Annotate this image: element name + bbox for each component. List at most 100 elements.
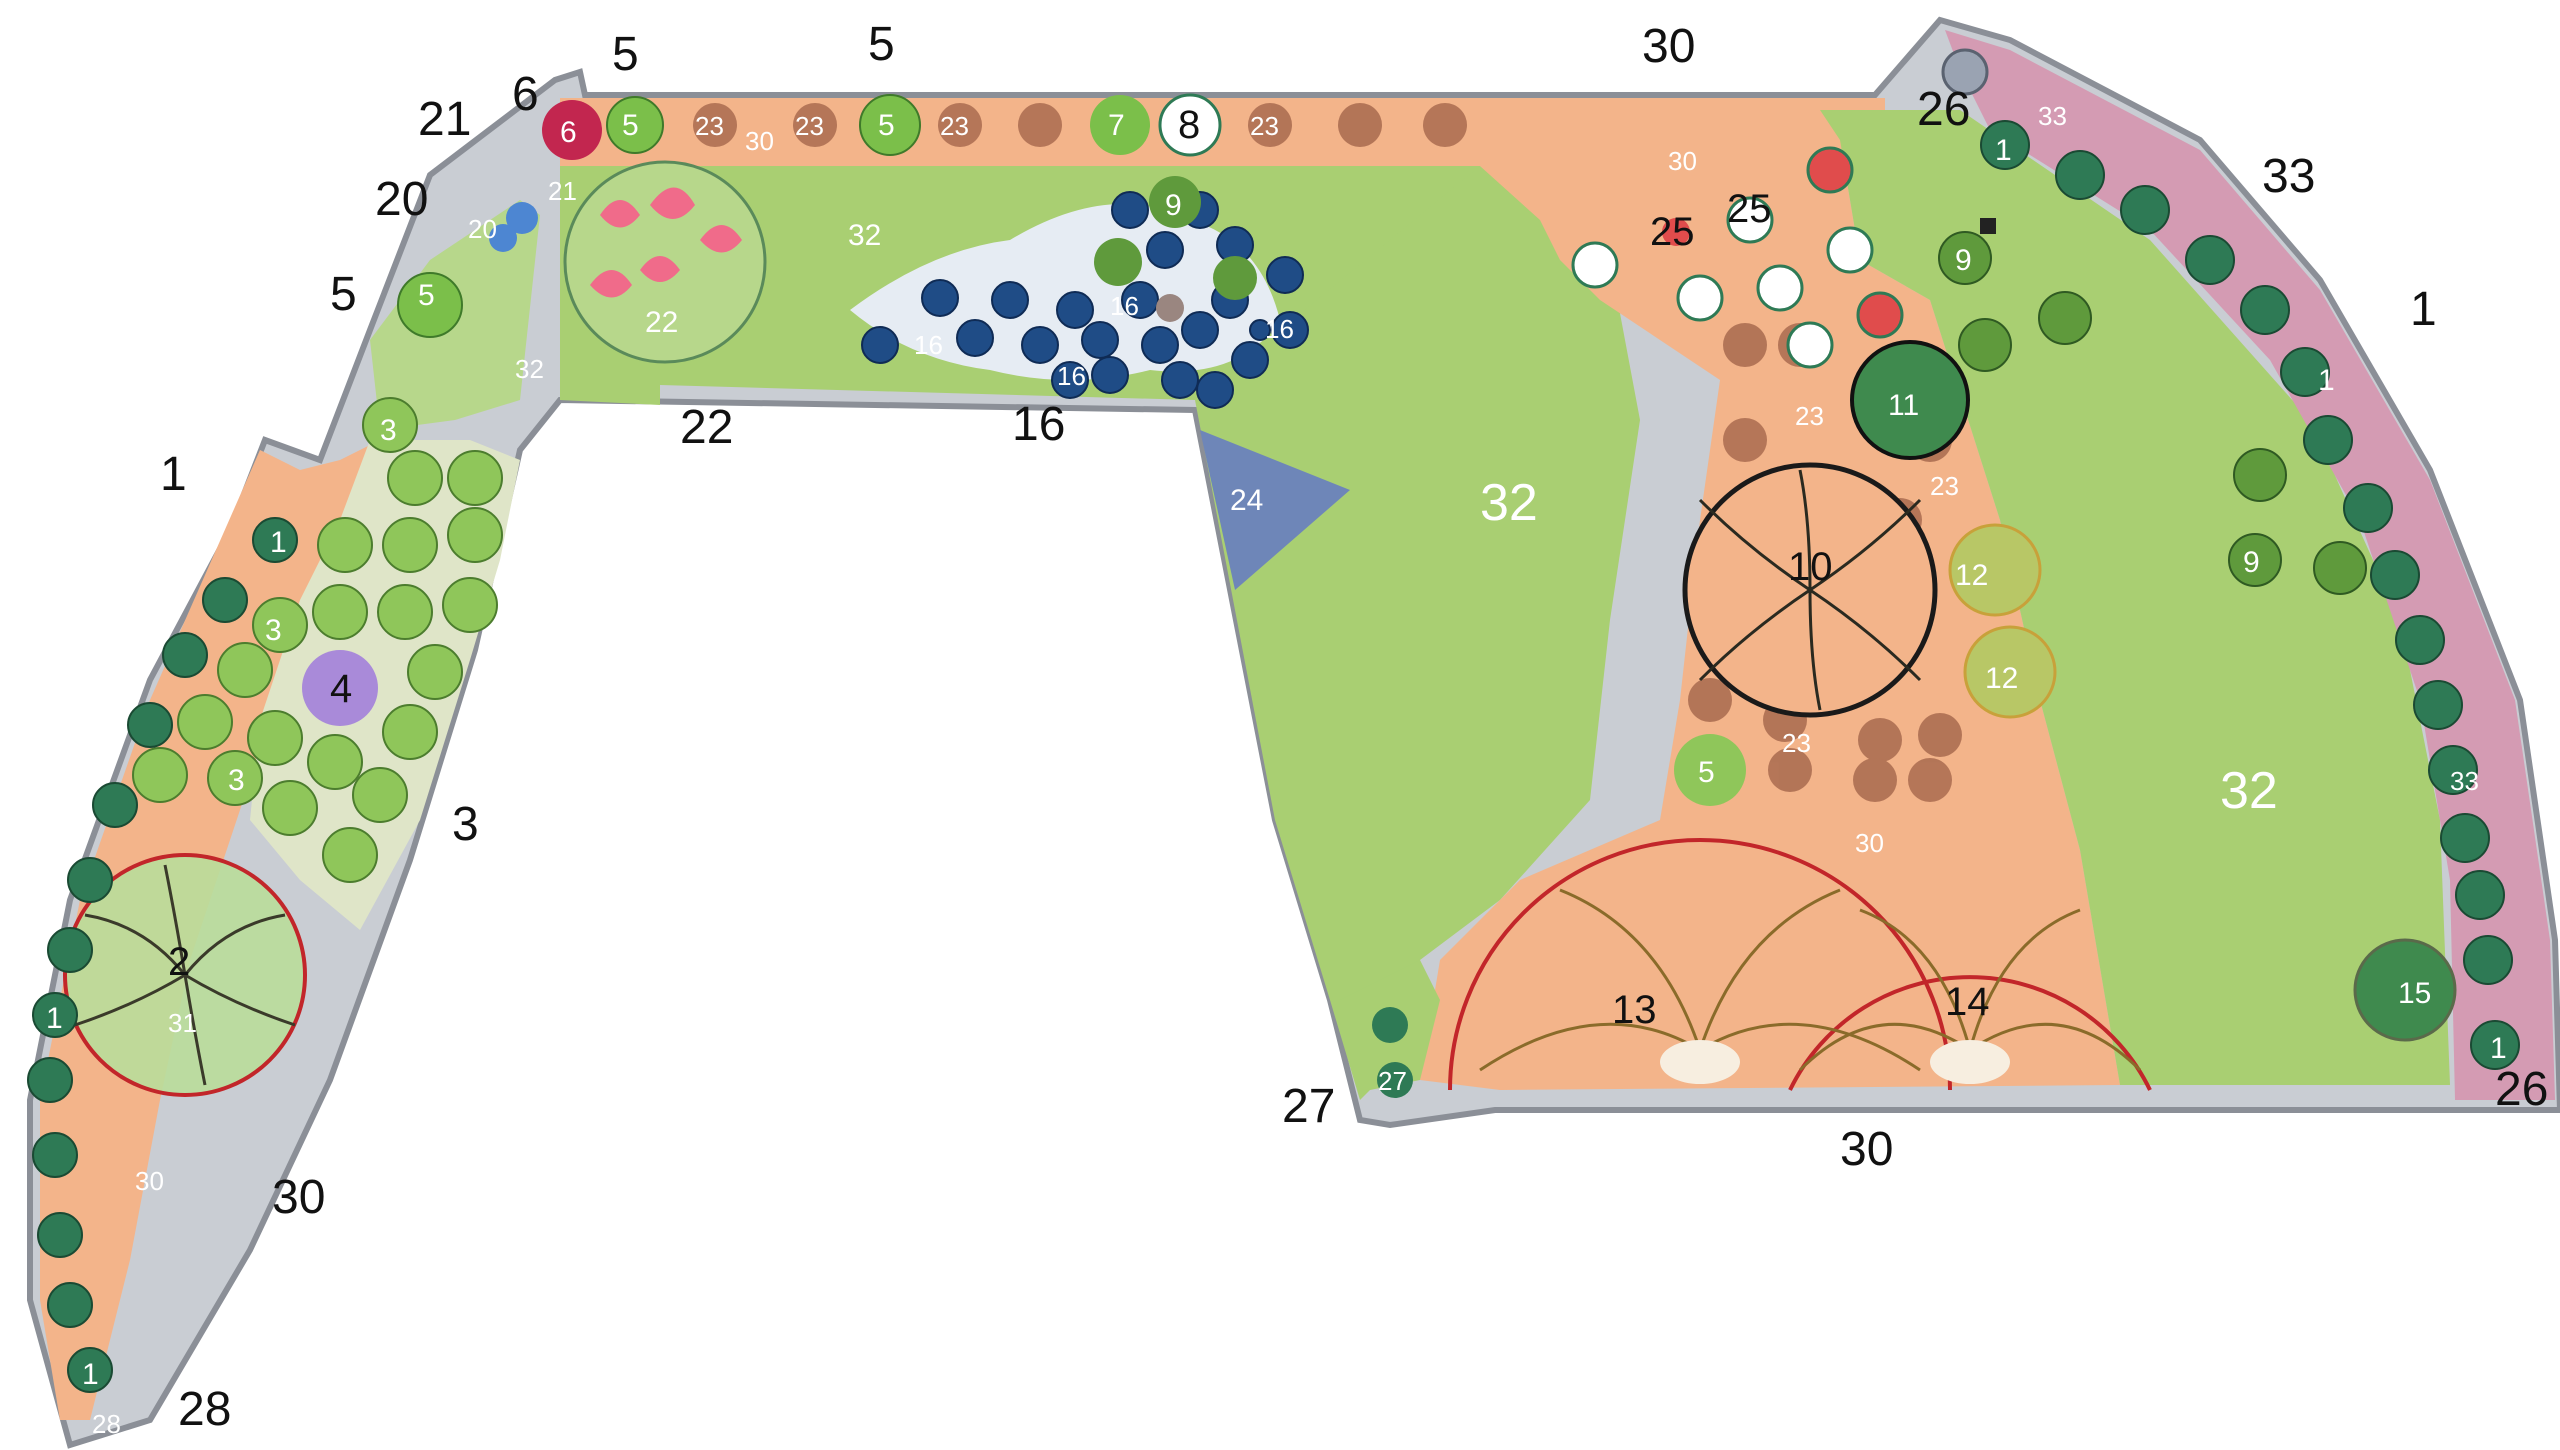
- label-1-right: 1: [2410, 283, 2437, 336]
- label-26-top: 26: [1917, 83, 1970, 136]
- label-31: 31: [168, 1008, 197, 1038]
- label-14: 14: [1945, 980, 1990, 1024]
- label-5-left: 5: [330, 268, 357, 321]
- tree-14: [1788, 975, 2152, 1091]
- label-1-r1: 1: [1995, 134, 2012, 167]
- label-32-top: 32: [848, 219, 881, 252]
- label-25a: 25: [1650, 210, 1695, 254]
- shrub-7: [1090, 95, 1150, 155]
- label-7: 7: [1108, 109, 1125, 142]
- label-32-mid: 32: [1480, 474, 1538, 532]
- label-5a: 5: [622, 109, 639, 142]
- label-1-r2: 1: [2318, 364, 2335, 397]
- blue-perennials: [861, 191, 1309, 409]
- label-23a: 23: [695, 111, 724, 141]
- tree-13: [1448, 838, 1952, 1091]
- shrub-20: [506, 202, 538, 234]
- label-1-left: 1: [160, 448, 187, 501]
- shrub-5-mid: [1674, 734, 1746, 806]
- tree-12a: [1948, 523, 2042, 617]
- label-10: 10: [1788, 545, 1833, 589]
- label-30-left-area: 30: [135, 1166, 164, 1196]
- label-3-bottom: 3: [452, 798, 479, 851]
- tree-2-outline: [63, 853, 307, 1097]
- label-30-bottom: 30: [1840, 1123, 1893, 1176]
- label-26-bottom: 26: [2495, 1063, 2548, 1116]
- shrub-20b: [489, 224, 517, 252]
- right-shrubs-9: [1938, 231, 2367, 595]
- label-22: 22: [680, 401, 733, 454]
- sculpture-24: [1200, 430, 1350, 590]
- label-23f: 23: [1930, 471, 1959, 501]
- label-6-bed: 6: [560, 116, 577, 149]
- label-20-bed: 20: [468, 214, 497, 244]
- label-30-left: 30: [272, 1171, 325, 1224]
- label-5-top-b: 5: [868, 18, 895, 71]
- label-30-top-area: 30: [1668, 146, 1697, 176]
- left-path-area: [40, 440, 380, 1420]
- label-21: 21: [418, 93, 471, 146]
- label-16c: 16: [1110, 291, 1139, 321]
- tree-2-branches: [74, 864, 296, 1086]
- label-23c: 23: [940, 111, 969, 141]
- shrub-9-top: [1149, 176, 1201, 228]
- label-11: 11: [1888, 389, 1919, 422]
- label-1-r3: 1: [2490, 1032, 2507, 1065]
- left-conifers: [27, 517, 298, 1393]
- label-5b: 5: [878, 109, 895, 142]
- leafy-shrubs: [132, 397, 503, 883]
- tree-14-base: [1930, 1040, 2010, 1084]
- label-3a: 3: [380, 414, 397, 447]
- label-23b: 23: [795, 111, 824, 141]
- tree-13-base: [1660, 1040, 1740, 1084]
- label-33: 33: [2262, 150, 2315, 203]
- right-conifers: [1980, 120, 2520, 1070]
- rose-flowers: [590, 187, 742, 298]
- label-28: 28: [178, 1383, 231, 1436]
- shrub-8: [1158, 93, 1222, 157]
- label-16: 16: [1012, 398, 1065, 451]
- tree-15: [2353, 938, 2457, 1042]
- label-23e: 23: [1795, 401, 1824, 431]
- label-32-left-area: 32: [515, 354, 544, 384]
- label-8: 8: [1178, 103, 1200, 147]
- label-33a: 33: [2038, 101, 2067, 131]
- shrub-27b: [1377, 1062, 1413, 1098]
- central-lawn: [1195, 166, 1640, 1100]
- shrub-6: [542, 100, 602, 160]
- tree-13-14-branches: [1479, 888, 2142, 1072]
- label-9b: 9: [1955, 244, 1972, 277]
- label-33b: 33: [2450, 766, 2479, 796]
- label-30-top-strip: 30: [745, 126, 774, 156]
- label-4: 4: [330, 667, 352, 711]
- boulder-26: [1941, 48, 1989, 96]
- label-1c: 1: [82, 1358, 99, 1391]
- label-24: 24: [1230, 484, 1263, 517]
- label-21-bed: 21: [548, 176, 577, 206]
- label-5c: 5: [418, 279, 435, 312]
- label-3c: 3: [228, 764, 245, 797]
- label-16b: 16: [1057, 361, 1086, 391]
- label-28-inner: 28: [92, 1409, 121, 1439]
- label-27-inner: 27: [1378, 1066, 1407, 1096]
- tree-12b: [1963, 625, 2057, 719]
- label-32-right: 32: [2220, 762, 2278, 820]
- red-markers-25: [1662, 146, 1904, 339]
- label-13: 13: [1612, 988, 1657, 1032]
- lavender-shrub: [302, 650, 378, 726]
- label-23d: 23: [1250, 111, 1279, 141]
- small-marker: [1980, 218, 1996, 234]
- label-5d: 5: [1698, 756, 1715, 789]
- top-shrubs-5: [397, 94, 921, 338]
- label-16a: 16: [914, 330, 943, 360]
- standard-trees-25: [1571, 196, 1874, 369]
- label-1a: 1: [270, 526, 287, 559]
- shrub-27a: [1372, 1007, 1408, 1043]
- label-12b: 12: [1985, 662, 2018, 695]
- label-25b: 25: [1727, 187, 1772, 231]
- label-1b: 1: [46, 1002, 63, 1035]
- tree-10-branches: [1698, 469, 1922, 711]
- label-16d: 16: [1265, 314, 1294, 344]
- label-5-top-a: 5: [612, 28, 639, 81]
